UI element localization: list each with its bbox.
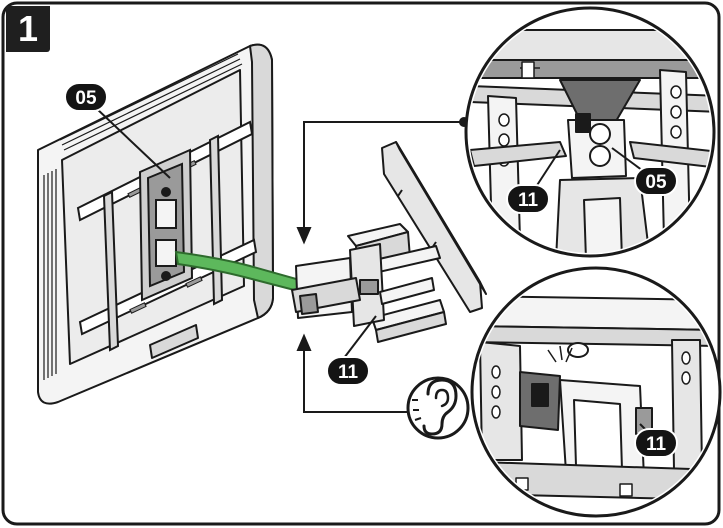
tv-vent-top: [59, 53, 243, 151]
callout-11-zoom-bottom: 11: [634, 428, 678, 458]
step-number-badge: 1: [6, 6, 50, 52]
zoom-detail-bottom: [470, 266, 722, 518]
callout-05-zoom-top: 05: [634, 166, 678, 196]
articulating-arm: [291, 141, 487, 343]
ear-icon: [406, 376, 470, 440]
callout-11-main: 11: [326, 356, 370, 386]
callout-05-main: 05: [64, 82, 108, 112]
leader-11-main: [343, 315, 377, 359]
tv-vent-left: [43, 169, 57, 380]
center-bracket-05: [138, 148, 194, 302]
arrow-bottom: [296, 333, 410, 413]
leader-05-main: [95, 107, 171, 179]
callout-11-zoom-top: 11: [506, 184, 550, 214]
